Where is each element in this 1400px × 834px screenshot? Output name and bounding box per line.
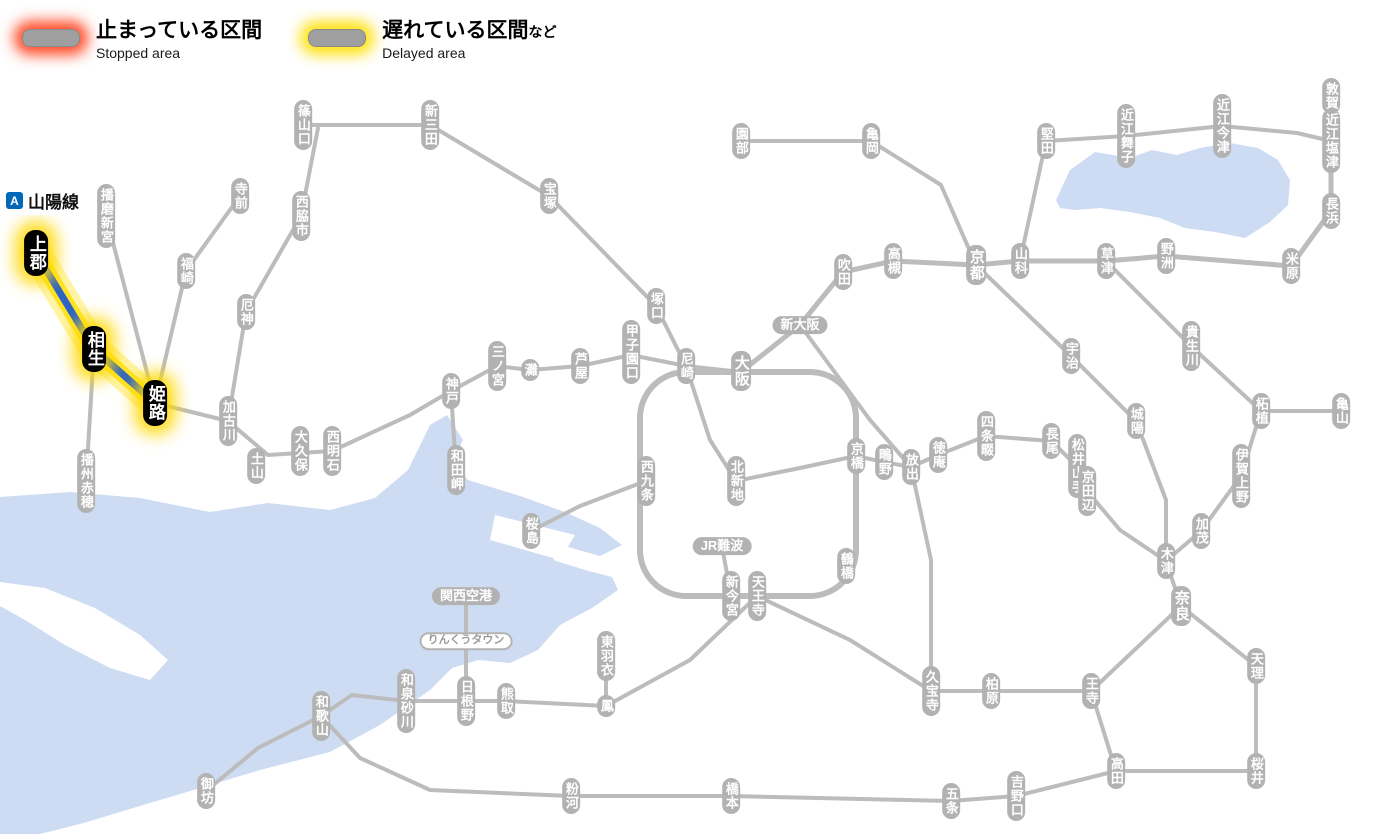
legend-delayed-ja-suffix: など bbox=[528, 24, 557, 40]
sakurai-line bbox=[1114, 604, 1258, 773]
kakogawa-line bbox=[226, 126, 320, 423]
legend-stopped-label-en: Stopped area bbox=[96, 45, 181, 61]
kusatsu-line bbox=[1104, 259, 1263, 413]
line-badge-a: A bbox=[6, 192, 23, 209]
hanwa-line bbox=[319, 594, 759, 718]
kyoto-line bbox=[738, 258, 979, 375]
sakurajima-line bbox=[529, 479, 648, 533]
nara-line bbox=[974, 263, 1168, 563]
yamatoji-line-west bbox=[755, 594, 1093, 693]
legend-delayed-label-ja: 遅れている区間など bbox=[382, 14, 556, 44]
legend-delayed-text: 遅れている区間など Delayed area bbox=[382, 14, 556, 61]
oji-takada-link bbox=[1089, 689, 1118, 773]
wakayama-line bbox=[319, 714, 1118, 803]
lake-biwa-water bbox=[1056, 143, 1290, 238]
legend-delayed-label-en: Delayed area bbox=[382, 45, 466, 61]
osaka-loop-line bbox=[637, 369, 859, 599]
gakkentoshi-line bbox=[854, 434, 1168, 563]
legend-stopped: 止まっている区間 Stopped area bbox=[22, 14, 262, 61]
kosei-line bbox=[1018, 124, 1333, 263]
kizu-nara-link bbox=[1164, 559, 1183, 608]
osaka-higashi-line bbox=[798, 323, 933, 693]
osaka-bay-water bbox=[0, 415, 622, 834]
line-name: 山陽線 bbox=[28, 193, 79, 212]
legend: 止まっている区間 Stopped area 遅れている区間など Delayed … bbox=[22, 14, 556, 61]
kisei-line bbox=[204, 714, 323, 793]
bantan-line bbox=[153, 194, 242, 405]
legend-delayed-ja-main: 遅れている区間 bbox=[382, 19, 529, 42]
fukuchiyama-line bbox=[301, 123, 688, 368]
yamatoji-line-east bbox=[1089, 604, 1183, 693]
stopped-line-sample-icon bbox=[22, 28, 80, 47]
awaji-island bbox=[0, 582, 168, 680]
legend-stopped-text: 止まっている区間 Stopped area bbox=[96, 14, 262, 61]
jr-namba-branch bbox=[720, 544, 733, 598]
sagano-line bbox=[739, 139, 978, 267]
legend-delayed: 遅れている区間など Delayed area bbox=[308, 14, 556, 61]
kansai-line-west bbox=[1164, 409, 1263, 563]
line-label-sanyo: A 山陽線 bbox=[2, 186, 88, 215]
legend-stopped-label-ja: 止まっている区間 bbox=[96, 19, 263, 42]
delayed-line-sample-icon bbox=[308, 28, 367, 47]
ako-line bbox=[84, 347, 96, 483]
tozai-line bbox=[684, 364, 858, 483]
